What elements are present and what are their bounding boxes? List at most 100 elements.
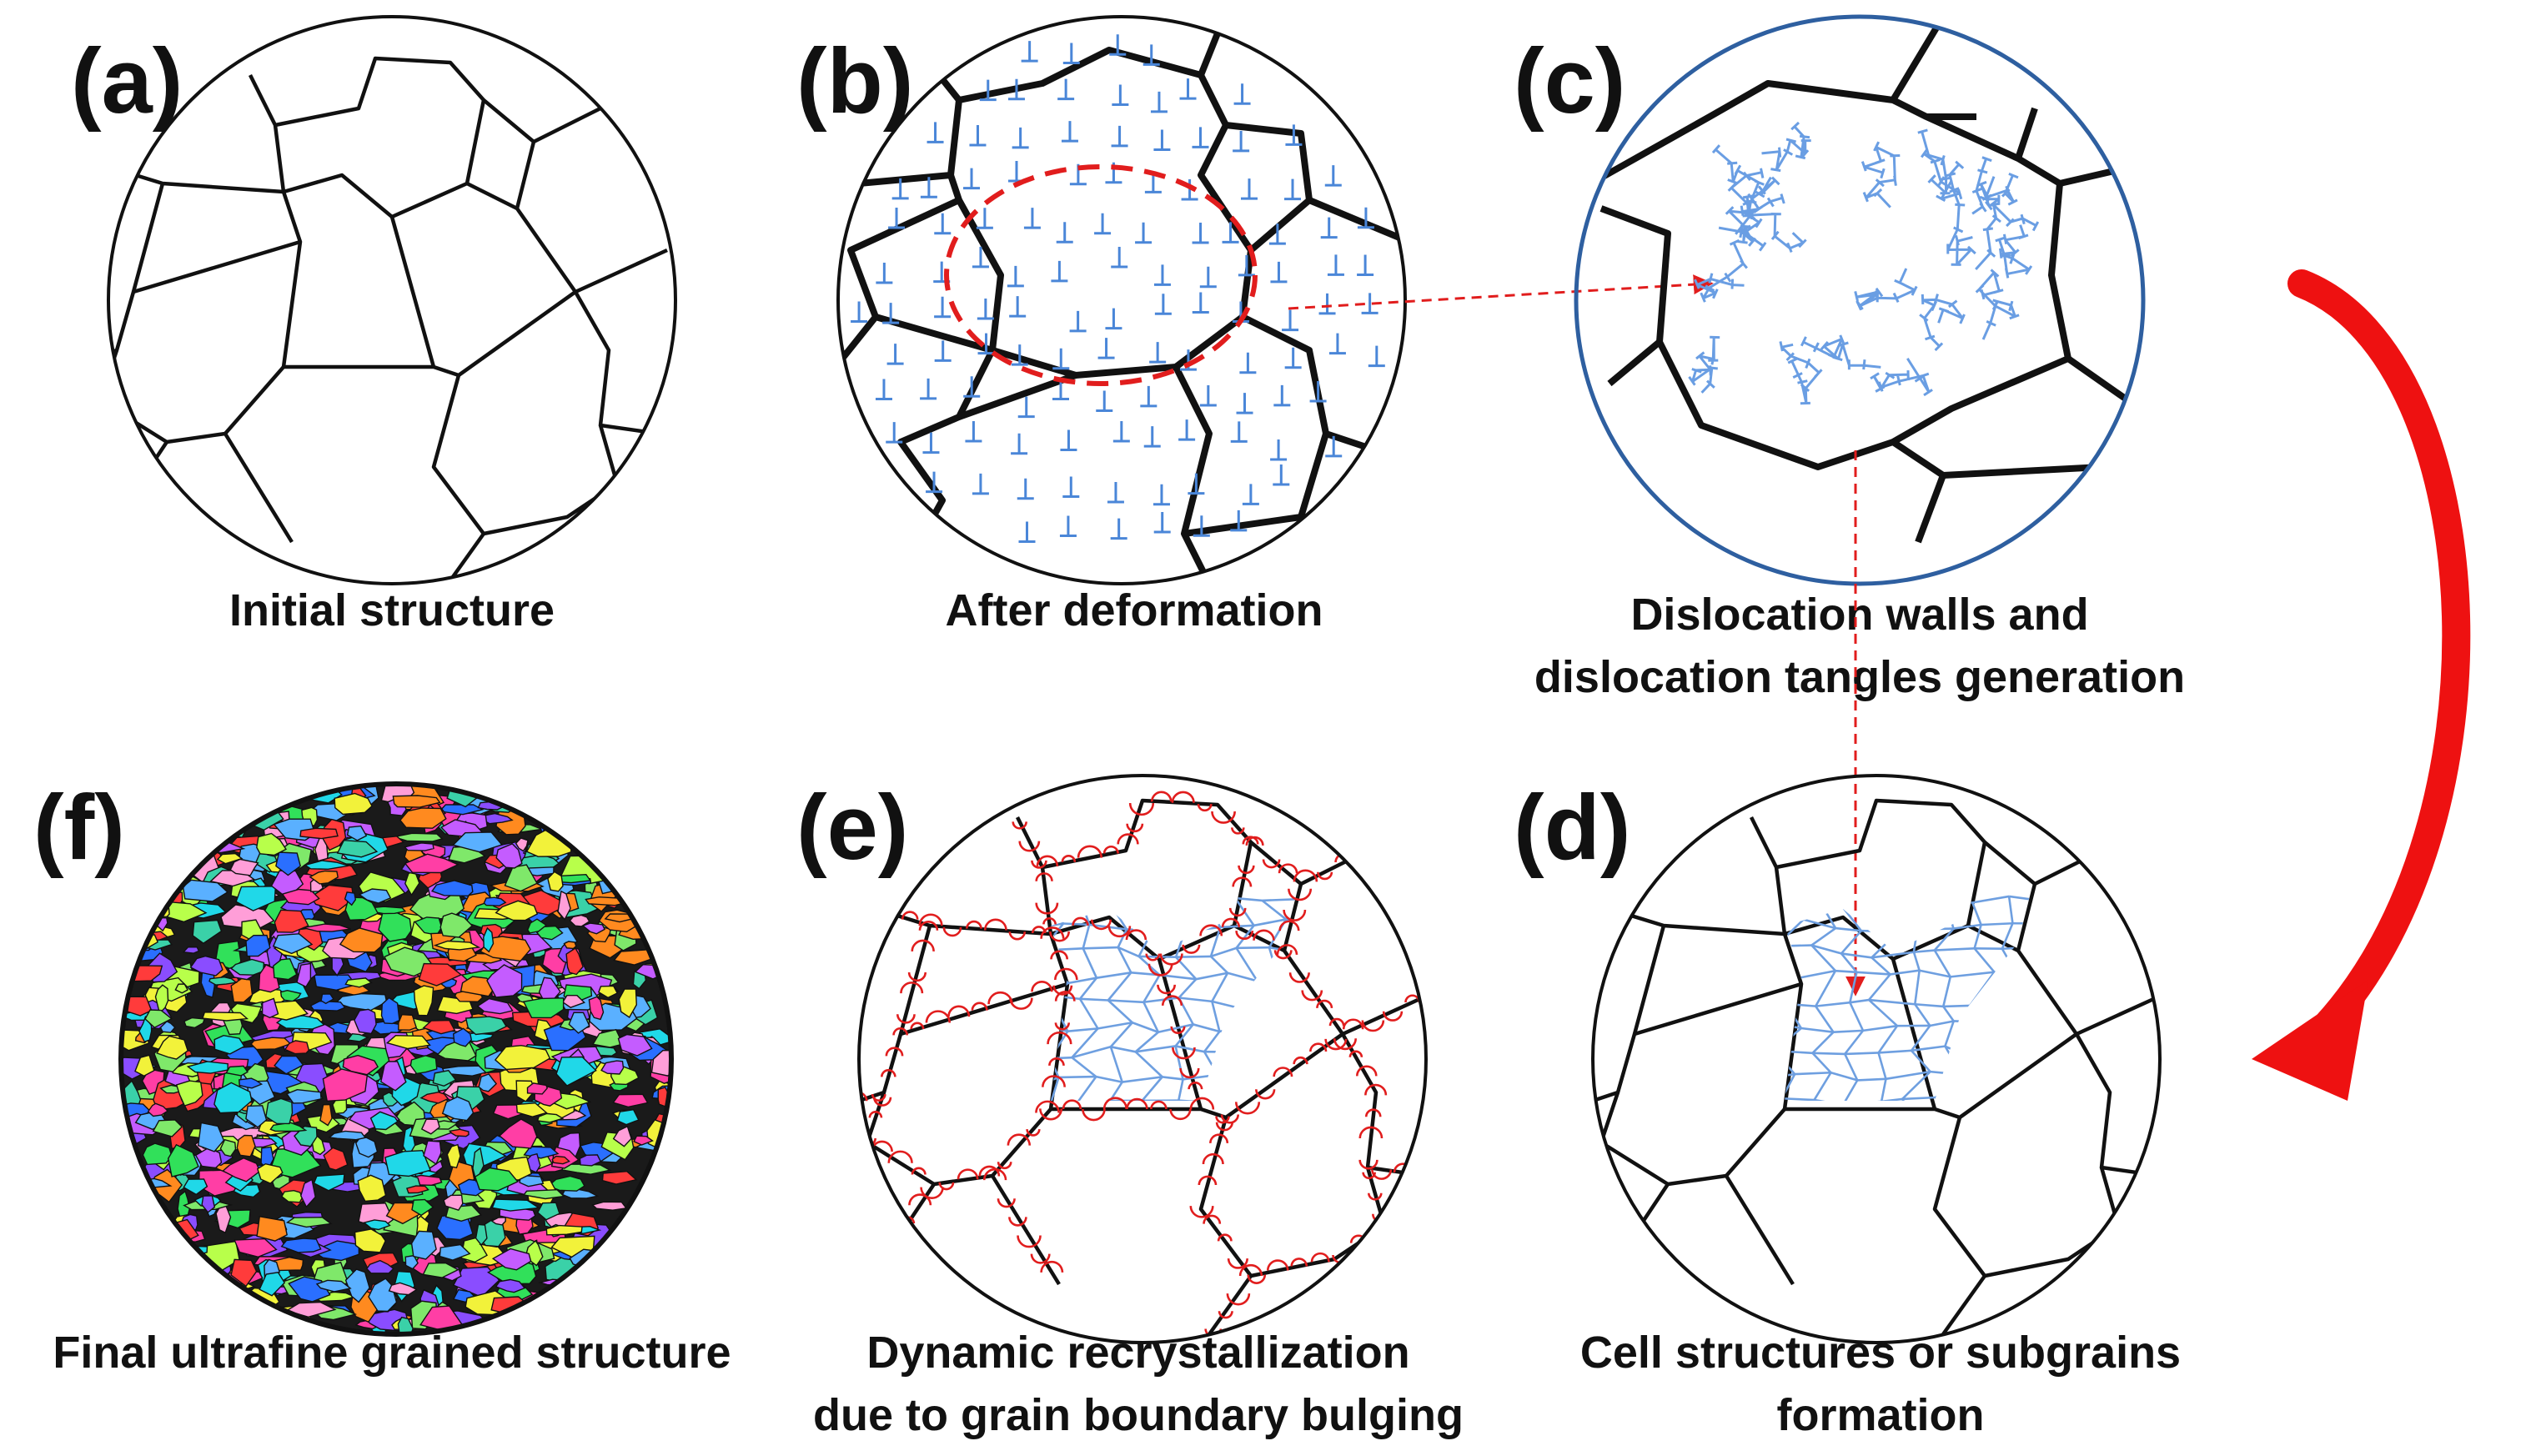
inverted-t-icon — [1142, 44, 1160, 66]
ebsd-grain — [491, 1248, 532, 1271]
ebsd-grain — [273, 957, 298, 981]
boundary-bulge — [1203, 1214, 1222, 1224]
dislocation-tangle — [1688, 335, 1720, 394]
subgrain-cell-edge — [1886, 1070, 1931, 1081]
ebsd-grain — [598, 985, 619, 999]
ebsd-grain — [213, 1082, 253, 1114]
subgrain-cell-edge — [1815, 970, 1837, 1007]
boundary-bulge — [885, 1047, 904, 1057]
recrystallized-cell-edge — [1111, 1156, 1123, 1182]
ebsd-grain — [363, 1219, 391, 1231]
recrystallized-cell-edge — [996, 1176, 1030, 1182]
subgrain-cell-edge — [1785, 1049, 1813, 1055]
subgrain-cell-edge — [1720, 1122, 1741, 1150]
recrystallized-cell-edge — [1067, 1027, 1098, 1032]
subgrain-cell-edge — [1817, 1205, 1822, 1226]
subgrain-cell-edge — [2034, 898, 2035, 906]
recrystallized-cell-edge — [1334, 1072, 1352, 1104]
ebsd-grain — [300, 1178, 316, 1208]
recrystallized-cell-edge — [1158, 1023, 1194, 1033]
subgrain-cell-edge — [2033, 899, 2035, 925]
recrystallized-cell-edge — [1294, 1007, 1301, 1026]
ebsd-grain — [380, 1061, 407, 1092]
recrystallized-cell-edge — [1014, 1182, 1030, 1209]
boundary-bulge — [1333, 1038, 1358, 1051]
ebsd-grain — [213, 1034, 245, 1055]
subgrain-cell-edge — [2080, 1078, 2112, 1084]
boundary-bulge — [1262, 859, 1281, 869]
boundary-bulge — [1172, 1047, 1196, 1060]
inverted-t-icon — [1135, 222, 1152, 244]
boundary-bulge — [827, 1097, 848, 1108]
boundary-bulge — [1197, 804, 1213, 812]
inverted-t-icon — [1192, 222, 1209, 244]
subgrain-cell-edge — [1881, 1102, 1895, 1126]
subgrain-cell-edge — [1919, 969, 1951, 978]
recrystallized-cell-edge — [1320, 1072, 1352, 1081]
subgrain-cell-edge — [1815, 1005, 1835, 1033]
subgrain-cell-edge — [2006, 1108, 2026, 1134]
boundary-bulge — [1042, 916, 1057, 925]
ebsd-grain — [314, 974, 357, 992]
ebsd-grain — [536, 1202, 560, 1221]
recrystallized-cell-edge — [1016, 895, 1043, 901]
recrystallized-cell-edge — [1141, 1076, 1163, 1101]
subgrain-cell-edge — [1840, 930, 1862, 955]
dislocation-tangle — [1945, 160, 1976, 266]
boundary-bulge — [879, 903, 900, 914]
boundary-bulge — [911, 1167, 927, 1175]
panel-d-subgrain-cells — [1715, 895, 2141, 1226]
recrystallized-cell-edge — [1338, 1208, 1358, 1210]
boundary-bulge — [1328, 1017, 1345, 1027]
ebsd-grain — [344, 891, 357, 906]
ebsd-grain — [432, 1069, 457, 1087]
subgrain-cell-edge — [1835, 969, 1857, 974]
recrystallized-cell-edge — [1135, 1045, 1176, 1053]
recrystallized-cell-edge — [1067, 1177, 1092, 1182]
inverted-t-icon — [934, 296, 952, 319]
recrystallized-cell-edge — [1111, 1132, 1124, 1156]
recrystallized-cell-edge — [1388, 1228, 1407, 1230]
subgrain-cell-edge — [2001, 1150, 2027, 1151]
ebsd-grain — [319, 1103, 333, 1127]
subgrain-cell-edge — [1715, 1207, 1733, 1223]
subgrain-cell-edge — [2006, 1182, 2021, 1210]
recrystallized-cell-edge — [1162, 1076, 1183, 1081]
ebsd-grain — [476, 997, 514, 1015]
subgrain-cell-edge — [1975, 1185, 1985, 1209]
dislocation-tangle — [1779, 341, 1823, 405]
subgrain-cell-edge — [1868, 998, 1916, 1006]
inverted-t-icon — [972, 246, 989, 269]
boundary-bulge — [1170, 1026, 1186, 1034]
ebsd-grain — [229, 858, 259, 876]
subgrain-cell-edge — [1942, 1006, 1955, 1022]
subgrain-cell-edge — [1785, 898, 1819, 907]
recrystallized-cell-edge — [1365, 956, 1389, 957]
ebsd-grain — [495, 842, 523, 869]
boundary-bulge — [1199, 924, 1223, 936]
inverted-t-icon — [1007, 78, 1025, 101]
subgrain-cell-edge — [1813, 1072, 1832, 1101]
inverted-t-icon — [1017, 396, 1035, 419]
recrystallized-cell-edge — [1086, 1153, 1110, 1156]
inverted-t-icon — [1062, 43, 1080, 65]
recrystallized-cell-edge — [1233, 1023, 1255, 1053]
subgrain-cell-edge — [2085, 979, 2121, 980]
recrystallized-cell-edge — [1242, 1200, 1262, 1209]
panel-c-letter: (c) — [1514, 30, 1625, 133]
ebsd-grain — [261, 997, 279, 1019]
ebsd-grain — [515, 837, 529, 852]
recrystallized-cell-edge — [1156, 1224, 1187, 1230]
boundary-bulge — [1007, 1133, 1032, 1146]
subgrain-cell-edge — [1808, 1129, 1824, 1159]
recrystallized-cell-edge — [1016, 895, 1031, 929]
boundary-bulge — [997, 1198, 1016, 1208]
subgrain-cell-edge — [1933, 949, 1951, 978]
subgrain-cell-edge — [1729, 1021, 1759, 1027]
subgrain-cell-edge — [2027, 1078, 2035, 1101]
subgrain-cell-edge — [1733, 1224, 1768, 1225]
recrystallized-cell-edge — [1280, 1174, 1311, 1182]
subgrain-cell-edge — [2098, 1001, 2125, 1002]
subgrain-cell-edge — [2121, 975, 2141, 979]
boundary-bulge — [1102, 1097, 1128, 1110]
